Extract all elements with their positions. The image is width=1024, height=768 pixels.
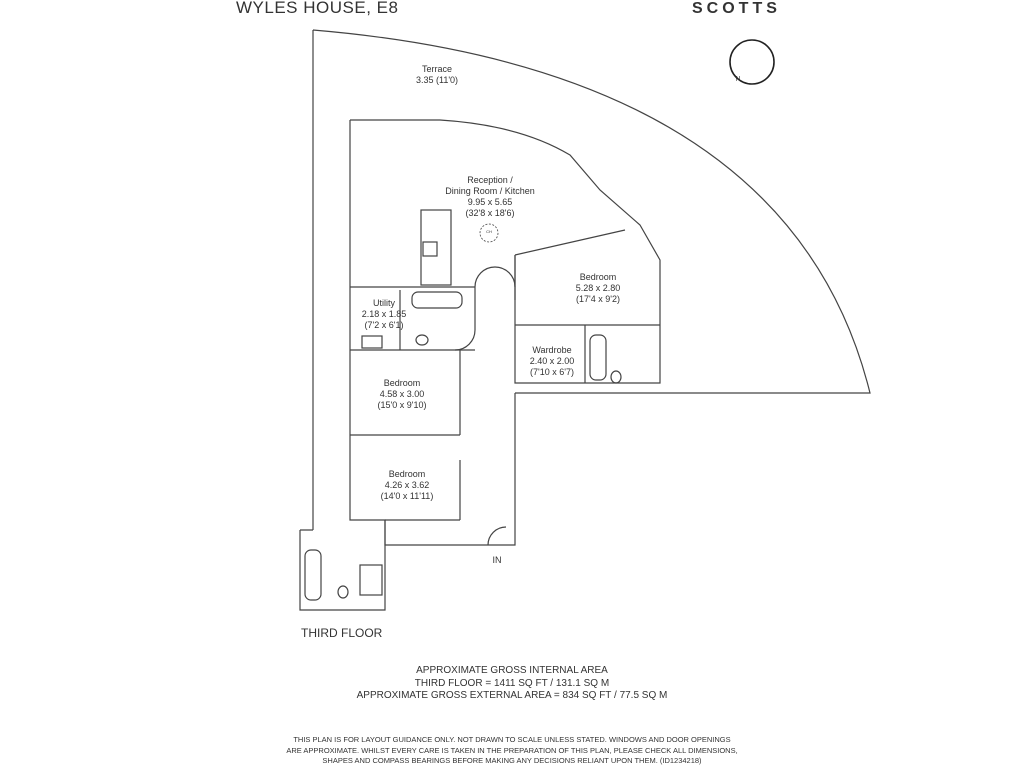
kitchen-island (420, 209, 452, 286)
door-icon (474, 266, 516, 288)
room-dims-imperial: (15'0 x 9'10) (377, 400, 427, 410)
area-heading: APPROXIMATE GROSS INTERNAL AREA (416, 665, 608, 676)
room-name: Dining Room / Kitchen (445, 186, 535, 196)
toilet-icon (610, 370, 622, 384)
bathtub-icon (589, 334, 607, 381)
room-dims-imperial: (7'2 x 6'1) (364, 320, 404, 330)
cylinder-cupboard (479, 223, 499, 243)
room-label-wardrobe: Wardrobe 2.40 x 2.00 (7'10 x 6'7) (530, 345, 575, 378)
disclaimer: THIS PLAN IS FOR LAYOUT GUIDANCE ONLY. N… (0, 735, 1024, 767)
area-summary: APPROXIMATE GROSS INTERNAL AREA THIRD FL… (0, 665, 1024, 703)
room-name: Utility (372, 298, 395, 308)
room-dims: 9.95 x 5.65 (467, 197, 513, 207)
bathroom-outline (299, 520, 386, 611)
bathtub-icon (304, 549, 322, 601)
room-dims: 2.40 x 2.00 (529, 356, 575, 366)
sink-icon (361, 335, 383, 349)
room-dims: 4.26 x 3.62 (384, 480, 430, 490)
room-dims-imperial: (7'10 x 6'7) (530, 367, 574, 377)
room-dims: 5.28 x 2.80 (575, 283, 621, 293)
interior-walls (350, 229, 660, 521)
room-label-terrace: Terrace 3.35 (11'0) (416, 64, 458, 86)
ch-label: CH (486, 229, 492, 234)
disclaimer-line: ARE APPROXIMATE. WHILST EVERY CARE IS TA… (286, 745, 738, 755)
terrace-outline (312, 29, 871, 530)
room-name: Bedroom (383, 378, 421, 388)
brand-logo: SCOTTS (692, 0, 781, 17)
room-label-bedroom-3: Bedroom 4.26 x 3.62 (14'0 x 11'11) (381, 469, 434, 502)
floor-label: THIRD FLOOR (301, 626, 383, 640)
door-icon (454, 329, 476, 351)
external-area: APPROXIMATE GROSS EXTERNAL AREA = 834 SQ… (356, 690, 668, 701)
compass-icon (729, 39, 775, 85)
shower-icon (359, 564, 383, 596)
room-label-bedroom-1: Bedroom 5.28 x 2.80 (17'4 x 9'2) (576, 272, 621, 305)
room-label-reception: Reception / Dining Room / Kitchen 9.95 x… (445, 175, 535, 219)
property-title: WYLES HOUSE, E8 (236, 0, 399, 17)
room-dims-imperial: (32'8 x 18'6) (465, 208, 515, 218)
compass-north-label: N (735, 76, 741, 83)
toilet-icon (337, 585, 349, 599)
internal-area: THIRD FLOOR = 1411 SQ FT / 131.1 SQ M (414, 677, 610, 689)
toilet-icon (415, 334, 429, 346)
room-name: Bedroom (388, 469, 426, 479)
bathtub-icon (411, 291, 463, 309)
disclaimer-line: THIS PLAN IS FOR LAYOUT GUIDANCE ONLY. N… (293, 735, 731, 744)
room-name: Bedroom (579, 272, 617, 282)
room-dims-imperial: (17'4 x 9'2) (576, 294, 620, 304)
entrance-label: IN (492, 555, 502, 565)
room-label-utility: Utility 2.18 x 1.85 (7'2 x 6'1) (362, 298, 407, 331)
room-dims: 3.35 (11'0) (415, 75, 459, 85)
room-name: Wardrobe (532, 345, 572, 355)
room-name: Terrace (421, 64, 453, 74)
disclaimer-line: SHAPES AND COMPASS BEARINGS BEFORE MAKIN… (322, 756, 702, 765)
room-dims-imperial: (14'0 x 11'11) (380, 491, 434, 501)
room-name: Reception / (467, 175, 513, 185)
door-icon (487, 526, 507, 546)
room-dims: 2.18 x 1.85 (361, 309, 407, 319)
room-dims: 4.58 x 3.00 (379, 389, 425, 399)
hob-icon (422, 241, 438, 257)
room-label-bedroom-2: Bedroom 4.58 x 3.00 (15'0 x 9'10) (378, 378, 427, 411)
